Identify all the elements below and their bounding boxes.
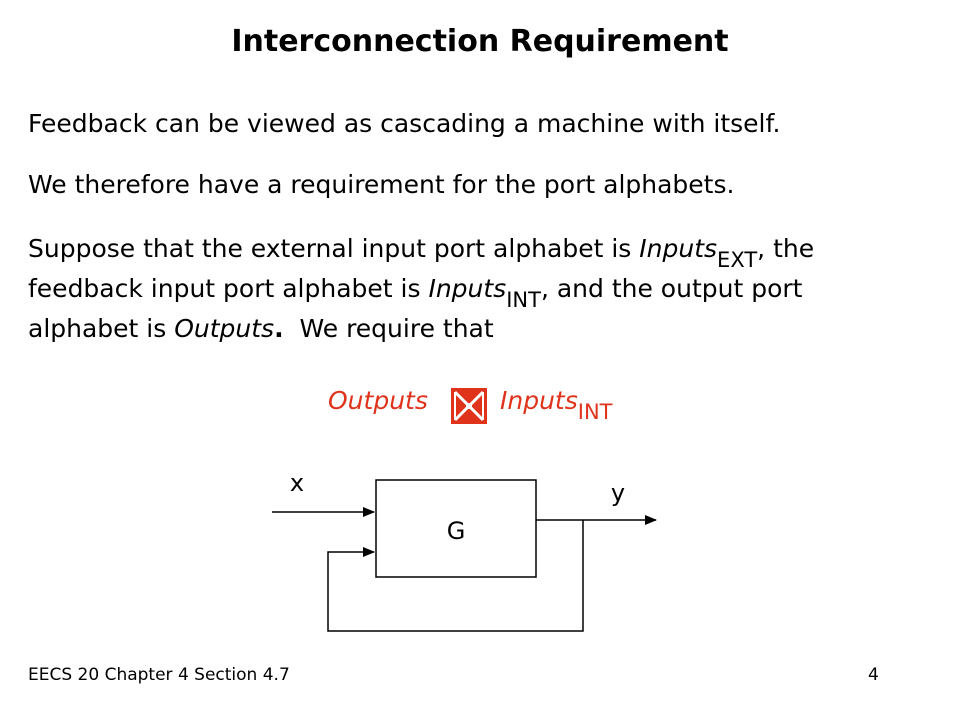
int-subscript: INT	[577, 400, 613, 424]
text-fragment: , and the output port	[540, 274, 803, 303]
text-fragment: , the	[757, 234, 815, 263]
inputs-term: Inputs	[428, 274, 507, 303]
inputs-int-term: InputsINT	[500, 386, 613, 424]
period: .	[274, 314, 284, 343]
subset-icon	[451, 388, 487, 424]
outputs-term: Outputs	[328, 386, 428, 415]
inputs-term: Inputs	[639, 234, 718, 263]
text-fragment: Suppose that the external input port alp…	[28, 234, 640, 263]
paragraph-requirement: We therefore have a requirement for the …	[28, 170, 735, 199]
text-fragment: alphabet is	[28, 314, 175, 343]
inputs-word: Inputs	[500, 386, 578, 415]
alphabets-line-2: feedback input port alphabet is InputsIN…	[28, 269, 814, 312]
ext-subscript: EXT	[717, 248, 758, 272]
alphabets-line-3: alphabet is Outputs. We require that	[28, 309, 814, 349]
block-label: G	[447, 517, 466, 545]
text-fragment: We require that	[283, 314, 494, 343]
system-block-g	[375, 479, 537, 578]
paragraph-alphabets: Suppose that the external input port alp…	[28, 229, 814, 349]
output-label-y: y	[611, 479, 625, 507]
int-subscript: INT	[506, 288, 541, 312]
feedback-loop	[327, 520, 584, 632]
outputs-term: Outputs	[174, 314, 275, 343]
text-fragment: feedback input port alphabet is	[28, 274, 429, 303]
footer-page-number: 4	[868, 665, 879, 685]
slide-title: Interconnection Requirement	[231, 24, 729, 59]
footer-course: EECS 20 Chapter 4 Section 4.7	[28, 665, 290, 685]
paragraph-feedback: Feedback can be viewed as cascading a ma…	[28, 109, 781, 138]
input-label-x: x	[290, 469, 304, 497]
requirement-expression: Outputs InputsINT	[328, 386, 613, 424]
alphabets-line-1: Suppose that the external input port alp…	[28, 229, 815, 272]
